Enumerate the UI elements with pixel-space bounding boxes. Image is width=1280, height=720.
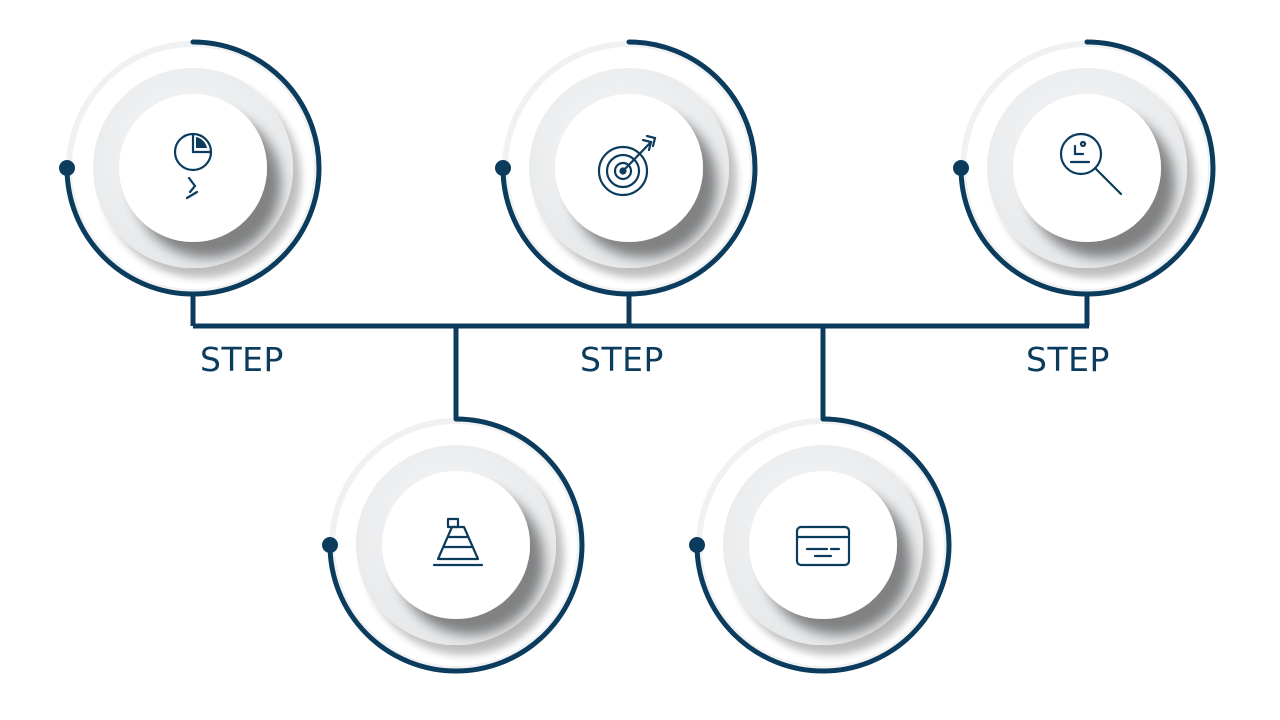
inner-disk [749, 471, 897, 619]
arc-endpoint-dot [322, 537, 338, 553]
connector-lines [190, 296, 1090, 418]
progress-arc [694, 416, 952, 674]
step-node-3 [953, 39, 1216, 297]
inner-disk [119, 94, 267, 242]
pie-chart-icon [173, 132, 213, 200]
step-label-1: STEP [200, 340, 284, 379]
id-card-icon [795, 525, 851, 567]
target-icon [597, 134, 657, 197]
step-label-2: STEP [580, 340, 664, 379]
progress-arc [64, 39, 322, 297]
step-node-5 [689, 416, 952, 674]
pyramid-icon [432, 517, 484, 567]
step-node-2 [495, 39, 758, 297]
inner-disk [1013, 94, 1161, 242]
step-node-1 [59, 39, 322, 297]
arc-endpoint-dot [689, 537, 705, 553]
step-label-3: STEP [1026, 340, 1110, 379]
step-node-4 [322, 416, 585, 674]
progress-arc [500, 39, 758, 297]
magnifier-icon [1059, 132, 1123, 196]
inner-disk [382, 471, 530, 619]
arc-endpoint-dot [59, 160, 75, 176]
progress-arc [958, 39, 1216, 297]
inner-disk [555, 94, 703, 242]
arc-endpoint-dot [495, 160, 511, 176]
progress-arc [327, 416, 585, 674]
arc-endpoint-dot [953, 160, 969, 176]
